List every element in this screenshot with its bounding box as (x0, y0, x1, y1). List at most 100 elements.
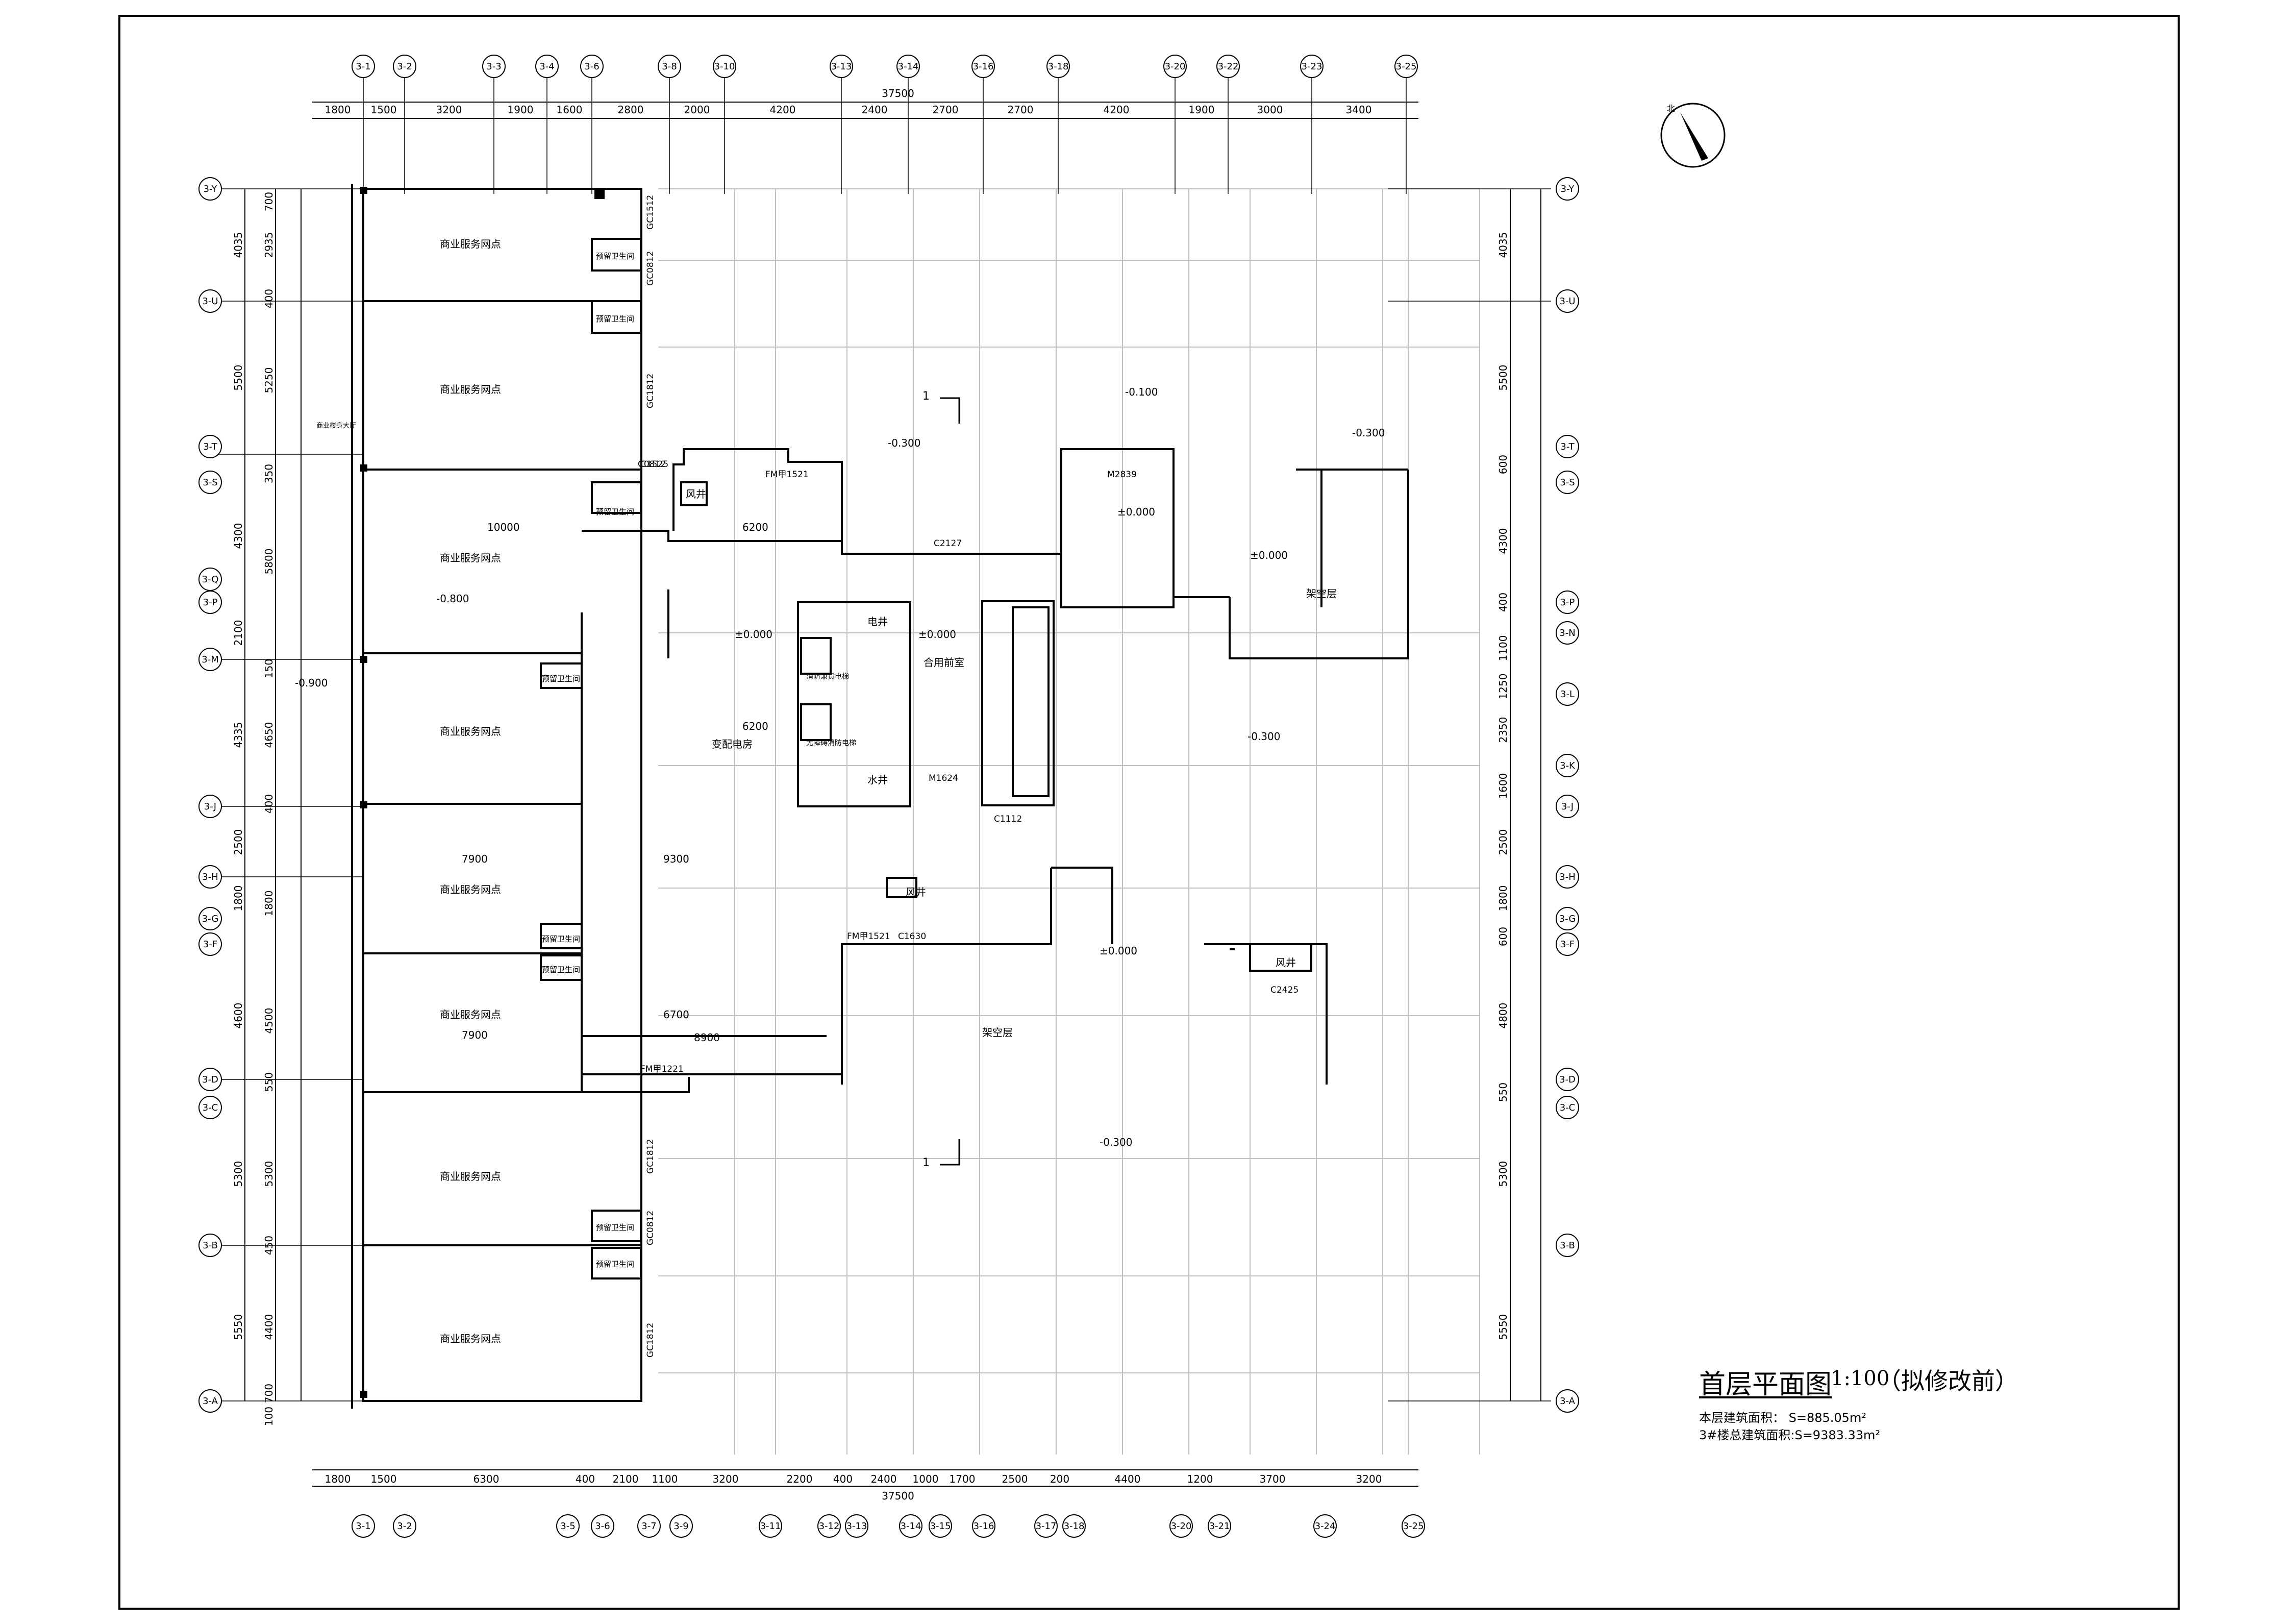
axis-left-label: 3-C (203, 1102, 218, 1113)
axis-top-label: 3-25 (1396, 61, 1417, 72)
axis-bottom-label: 3-16 (974, 1521, 994, 1532)
dim-top: 2700 (1008, 104, 1034, 116)
level-mark: ±0.000 (1100, 945, 1137, 957)
dim-inner: 10000 (487, 521, 520, 533)
window-label: C2425 (1270, 985, 1299, 995)
room-label-fire-elevator: 消防兼货电梯 (806, 672, 849, 681)
dim-left-inner: 400 (263, 794, 275, 814)
level-mark: -0.300 (1247, 730, 1280, 743)
dims-bottom: 1800 1500 6300 400 2100 1100 3200 2200 4… (325, 1473, 1382, 1502)
dim-top: 2000 (684, 104, 710, 116)
building-walls (351, 184, 1409, 1409)
axis-left-label: 3-F (203, 939, 217, 950)
dim-top: 1900 (508, 104, 534, 116)
dim-right: 1600 (1497, 773, 1509, 799)
axis-top-label: 3-13 (831, 61, 852, 72)
axis-left-label: 3-J (204, 801, 216, 812)
dim-top: 3400 (1346, 104, 1372, 116)
dim-left-inner: 4500 (263, 1008, 275, 1034)
north-arrow-icon: 北 (1660, 103, 1726, 168)
dim-top: 1800 (325, 104, 351, 116)
opening-labels: FM甲1521 FM甲1521 FM甲1221 M2839 M1624 C212… (462, 195, 1299, 1358)
axis-right-label: 3-A (1560, 1396, 1576, 1407)
dim-inner: 7900 (462, 1029, 488, 1041)
dim-left: 5300 (232, 1161, 244, 1187)
window-label: GC0812 (645, 1211, 656, 1245)
drawing-note: （拟修改前） (1878, 1367, 2018, 1395)
axis-right-label: 3-U (1559, 296, 1575, 307)
door-label: M1624 (929, 773, 958, 783)
room-label-air-well: 风井 (686, 488, 706, 500)
window-label: C0812 (638, 459, 666, 470)
section-mark: 1 (922, 390, 930, 403)
room-label-shop: 商业服务网点 (440, 1333, 501, 1345)
dimension-lines (244, 102, 1541, 1487)
axis-bottom-label: 3-24 (1315, 1521, 1336, 1532)
room-label-lobby: 合用前室 (924, 656, 964, 669)
dim-right: 5500 (1497, 365, 1509, 391)
room-label-shop: 商业服务网点 (440, 238, 501, 250)
dim-bottom: 2400 (871, 1473, 897, 1485)
title-underline (1699, 1396, 1832, 1398)
room-label-stilt: 架空层 (1306, 587, 1337, 600)
axis-right-label: 3-Y (1561, 184, 1575, 194)
structural-grid (658, 188, 1480, 1455)
dim-top: 4200 (770, 104, 796, 116)
dim-right: 600 (1497, 927, 1509, 946)
dim-left-inner: 700 (263, 192, 275, 211)
dim-left-inner: 5800 (263, 549, 275, 575)
door-label: FM甲1521 (765, 470, 809, 480)
dim-bottom: 200 (1050, 1473, 1069, 1485)
axis-bubbles-bottom (352, 1514, 1425, 1538)
axis-bottom-label: 3-13 (846, 1521, 867, 1532)
axis-top-label: 3-20 (1165, 61, 1186, 72)
axis-left-label: 3-Q (202, 574, 219, 585)
dim-left: 5500 (232, 365, 244, 391)
dim-right: 4300 (1497, 528, 1509, 554)
axis-left-label: 3-Y (204, 184, 218, 194)
dim-left: 2100 (232, 620, 244, 646)
door-label: M2839 (1107, 470, 1137, 480)
axis-bottom-label: 3-11 (760, 1521, 781, 1532)
axis-right-label: 3-H (1559, 872, 1575, 882)
axis-left-label: 3-B (203, 1240, 218, 1251)
dim-left: 1800 (232, 885, 244, 912)
dim-left-inner: 350 (263, 464, 275, 483)
axis-left-label: 3-M (202, 654, 218, 665)
axis-leaders (214, 77, 1551, 1401)
dim-right: 2500 (1497, 829, 1509, 855)
axis-bottom-label: 3-25 (1403, 1521, 1424, 1532)
axis-right-label: 3-B (1560, 1240, 1575, 1251)
room-label-air-well: 风井 (906, 886, 926, 898)
dim-left: 4035 (232, 232, 244, 258)
axis-labels-top: 3-1 3-2 3-3 3-4 3-6 3-8 3-10 3-13 3-14 3… (356, 61, 1416, 72)
room-label-shop: 商业服务网点 (440, 725, 501, 737)
room-label-shop: 商业服务网点 (440, 383, 501, 396)
dim-right: 5550 (1497, 1314, 1509, 1340)
drawing-frame (118, 15, 2180, 1610)
dim-bottom: 2500 (1002, 1473, 1028, 1485)
room-label-elevator: 无障碍消防电梯 (806, 739, 856, 747)
dim-bottom: 1000 (913, 1473, 939, 1485)
axis-top-label: 3-16 (973, 61, 994, 72)
dim-top: 3200 (436, 104, 462, 116)
window-label: GC0812 (645, 251, 656, 286)
dim-top: 3000 (1257, 104, 1283, 116)
level-mark: ±0.000 (918, 628, 956, 641)
dims-left: 4035 5500 4300 2100 4335 2500 1800 4600 … (232, 192, 275, 1426)
axis-right-label: 3-D (1559, 1074, 1576, 1085)
axis-top-label: 3-6 (584, 61, 599, 72)
dim-bottom: 2200 (787, 1473, 813, 1485)
axis-bottom-label: 3-20 (1171, 1521, 1192, 1532)
dim-bottom: 4400 (1115, 1473, 1141, 1485)
section-mark: 1 (922, 1157, 930, 1169)
north-label: 北 (1667, 104, 1675, 113)
room-label-shop: 商业服务网点 (440, 1008, 501, 1021)
columns (360, 187, 605, 1398)
axis-right-label: 3-F (1560, 939, 1575, 950)
dim-left-inner: 550 (263, 1072, 275, 1092)
axis-labels-left: 3-Y 3-U 3-T 3-S 3-Q 3-P 3-M 3-J 3-H 3-G … (202, 184, 218, 1407)
dim-right: 1800 (1497, 885, 1509, 912)
dim-inner: 7900 (462, 853, 488, 865)
dim-left-inner: 400 (263, 289, 275, 308)
